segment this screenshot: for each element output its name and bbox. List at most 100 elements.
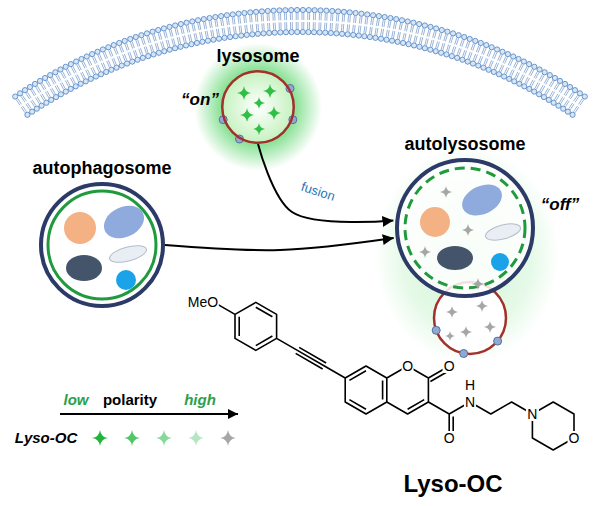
lipid-head xyxy=(389,38,394,43)
lipid-head xyxy=(63,89,68,94)
lipid-head xyxy=(551,100,556,105)
protein-dot xyxy=(432,326,440,334)
lipid-tail xyxy=(192,24,197,40)
lipid-head xyxy=(384,37,389,42)
lipid-tail xyxy=(164,31,170,47)
lipid-head xyxy=(527,86,532,91)
lipid-head xyxy=(542,70,547,75)
lipid-tail xyxy=(153,34,159,50)
lipid-tail xyxy=(141,38,148,54)
lipid-tail xyxy=(255,15,258,31)
lipid-head xyxy=(189,42,194,47)
lipid-tail xyxy=(457,40,464,56)
lipid-tail xyxy=(56,75,65,90)
star xyxy=(419,246,431,258)
lipid-head xyxy=(439,50,444,55)
lipid-tail xyxy=(273,14,276,30)
star xyxy=(253,123,265,135)
lipid-tail xyxy=(238,17,242,33)
polarity-arrow xyxy=(60,413,238,415)
lipid-head xyxy=(73,84,78,89)
lipid-head xyxy=(394,17,399,22)
atom-label: MeO xyxy=(187,295,219,309)
lipid-head xyxy=(465,59,470,64)
lipid-head xyxy=(417,21,422,26)
lipid-tail xyxy=(267,14,270,30)
lipid-tail xyxy=(364,17,368,33)
lipid-head xyxy=(239,33,244,38)
lipid-head xyxy=(341,9,346,14)
membrane-proteins xyxy=(219,85,297,144)
lipid-head xyxy=(195,18,200,23)
lipid-head xyxy=(557,78,562,83)
lipid-head xyxy=(382,14,387,19)
lipid-tail xyxy=(425,30,431,46)
lipid-tail xyxy=(358,17,362,33)
lipid-head xyxy=(100,47,105,52)
lipid-head xyxy=(552,75,557,80)
lipid-head xyxy=(44,100,49,105)
lipid-tail xyxy=(130,42,137,58)
lipid-head xyxy=(512,79,517,84)
lipid-head xyxy=(211,37,216,42)
lipid-tail xyxy=(244,16,248,32)
lipid-head xyxy=(25,112,30,117)
lipid-head xyxy=(328,30,333,35)
cargo xyxy=(66,255,102,281)
lipid-head xyxy=(278,30,283,35)
lipid-tail xyxy=(250,15,253,31)
lipid-head xyxy=(289,29,294,34)
lipid-head xyxy=(300,7,305,12)
lipid-tail xyxy=(232,17,236,33)
lipid-head xyxy=(481,65,486,70)
circle-outline xyxy=(221,70,295,144)
lipid-head xyxy=(88,76,93,81)
star xyxy=(188,430,204,446)
lipid-head xyxy=(365,12,370,17)
lipid-tail xyxy=(408,25,413,41)
lipid-tail xyxy=(198,23,203,39)
lipid-head xyxy=(526,62,531,67)
circle-outline xyxy=(395,158,535,298)
lipid-head xyxy=(90,52,95,57)
lipid-head xyxy=(324,8,329,13)
lipid-head xyxy=(53,70,58,75)
double-bonds xyxy=(239,307,453,436)
lipid-head xyxy=(330,8,335,13)
lipid-head xyxy=(473,38,478,43)
organelle-name: lysosome xyxy=(216,46,299,67)
lipid-head xyxy=(167,24,172,29)
lipid-head xyxy=(201,17,206,22)
lipid-head xyxy=(406,42,411,47)
lipid-head xyxy=(167,47,172,52)
lipid-head xyxy=(253,9,258,14)
autolysosome-circle: autolysosome xyxy=(395,158,535,298)
lipid-tail xyxy=(473,46,480,62)
lipid-head xyxy=(532,64,537,69)
membrane-proteins xyxy=(432,326,501,357)
lipid-head xyxy=(335,9,340,14)
lipid-head xyxy=(399,18,404,23)
lipid-head xyxy=(500,49,505,54)
lipid-head xyxy=(200,39,205,44)
atom-label: O xyxy=(443,359,456,373)
lipid-tail xyxy=(31,89,41,104)
lipid-head xyxy=(49,97,54,102)
lipid-head xyxy=(27,84,32,89)
atom-label: N xyxy=(464,395,476,409)
lipid-tail xyxy=(169,30,175,46)
lipid-head xyxy=(556,103,561,108)
cargo xyxy=(64,212,96,244)
lipid-head xyxy=(222,35,227,40)
lipid-tail xyxy=(375,19,379,35)
lipid-head xyxy=(532,89,537,94)
lipid-head xyxy=(98,72,103,77)
lipid-head xyxy=(184,20,189,25)
circle-outline xyxy=(39,182,165,308)
process-arrow xyxy=(165,238,394,250)
star xyxy=(267,106,281,120)
lipid-head xyxy=(13,94,18,99)
glow xyxy=(375,147,559,363)
